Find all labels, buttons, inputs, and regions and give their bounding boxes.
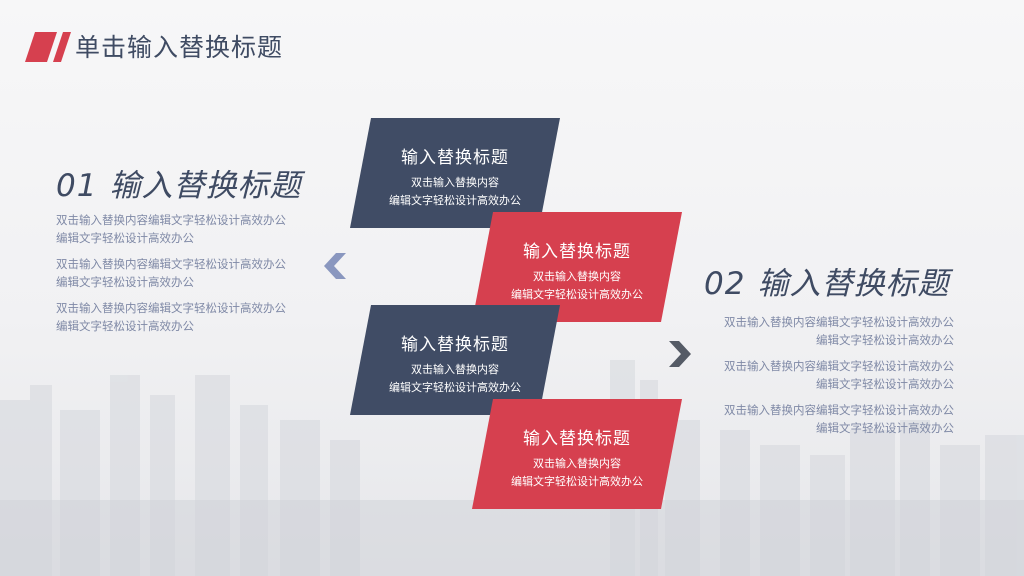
section-title: 输入替换标题 — [757, 266, 950, 302]
paragraph: 双击输入替换内容编辑文字轻松设计高效办公编辑文字轻松设计高效办公 — [56, 257, 286, 289]
parallelogram-stripes-icon — [25, 32, 71, 62]
section-01-description[interactable]: 双击输入替换内容编辑文字轻松设计高效办公编辑文字轻松设计高效办公 双击输入替换内… — [56, 211, 346, 343]
paragraph: 双击输入替换内容编辑文字轻松设计高效办公编辑文字轻松设计高效办公 — [56, 301, 286, 333]
card-2[interactable]: 输入替换标题 双击输入替换内容编辑文字轻松设计高效办公 — [472, 212, 682, 322]
card-title: 输入替换标题 — [401, 148, 509, 168]
paragraph: 双击输入替换内容编辑文字轻松设计高效办公编辑文字轻松设计高效办公 — [724, 403, 954, 435]
card-title: 输入替换标题 — [523, 242, 631, 262]
card-4[interactable]: 输入替换标题 双击输入替换内容编辑文字轻松设计高效办公 — [472, 399, 682, 509]
chevron-left-icon — [324, 253, 346, 279]
paragraph: 双击输入替换内容编辑文字轻松设计高效办公编辑文字轻松设计高效办公 — [56, 213, 286, 245]
card-title: 输入替换标题 — [523, 429, 631, 449]
card-text: 双击输入替换内容编辑文字轻松设计高效办公 — [389, 363, 521, 394]
card-3[interactable]: 输入替换标题 双击输入替换内容编辑文字轻松设计高效办公 — [350, 305, 560, 415]
section-01-heading[interactable]: 01 输入替换标题 — [56, 160, 301, 205]
section-number: 01 — [56, 168, 98, 204]
card-text: 双击输入替换内容编辑文字轻松设计高效办公 — [389, 176, 521, 207]
card-1[interactable]: 输入替换标题 双击输入替换内容编辑文字轻松设计高效办公 — [350, 118, 560, 228]
card-text: 双击输入替换内容编辑文字轻松设计高效办公 — [511, 270, 643, 301]
page-title[interactable]: 单击输入替换标题 — [75, 33, 284, 62]
section-title: 输入替换标题 — [109, 168, 302, 204]
section-02-heading[interactable]: 02 输入替换标题 — [704, 258, 949, 303]
card-text: 双击输入替换内容编辑文字轻松设计高效办公 — [511, 457, 643, 488]
section-number: 02 — [704, 266, 746, 302]
paragraph: 双击输入替换内容编辑文字轻松设计高效办公编辑文字轻松设计高效办公 — [724, 359, 954, 391]
section-02-description[interactable]: 双击输入替换内容编辑文字轻松设计高效办公编辑文字轻松设计高效办公 双击输入替换内… — [660, 313, 954, 445]
chevron-right-icon — [669, 341, 691, 367]
card-title: 输入替换标题 — [401, 335, 509, 355]
paragraph: 双击输入替换内容编辑文字轻松设计高效办公编辑文字轻松设计高效办公 — [724, 315, 954, 347]
